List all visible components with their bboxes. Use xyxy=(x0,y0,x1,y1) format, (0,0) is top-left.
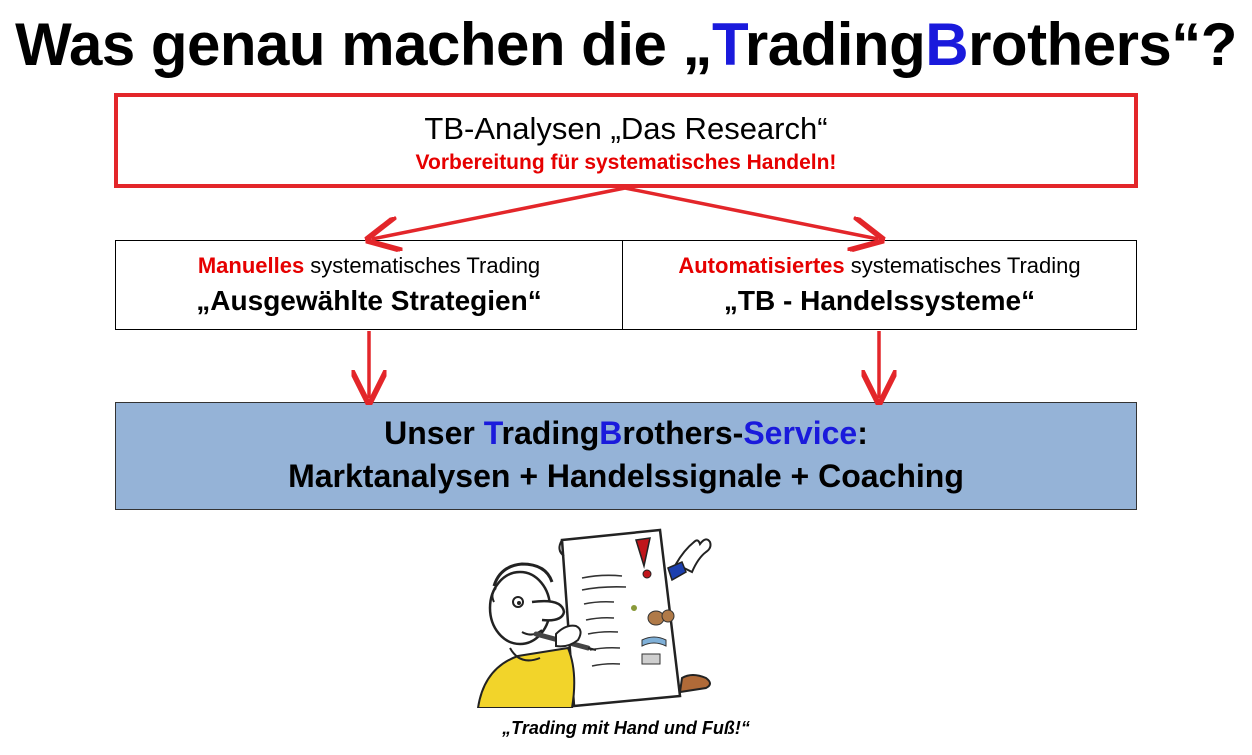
service-prefix: Unser xyxy=(384,415,484,451)
service-rothers: rothers xyxy=(622,415,733,451)
service-box: Unser TradingBrothers-Service: Marktanal… xyxy=(115,402,1137,510)
title-t-letter: T xyxy=(712,11,745,78)
arrow-research-to-manual xyxy=(372,186,626,239)
manual-rest: systematisches Trading xyxy=(304,253,541,278)
manual-trading-heading: Manuelles systematisches Trading xyxy=(116,253,622,279)
cartoon-man-with-pen-icon xyxy=(476,528,712,708)
research-subtitle: Vorbereitung für systematisches Handeln! xyxy=(415,151,837,174)
title-rading: rading xyxy=(744,11,926,78)
auto-trading-box: Automatisiertes systematisches Trading „… xyxy=(622,240,1137,330)
title-part1: Was genau machen die „ xyxy=(15,11,713,78)
service-word: Service xyxy=(743,415,858,451)
title-rothers: rothers xyxy=(968,11,1172,78)
service-dash: - xyxy=(732,415,744,451)
arrow-research-to-auto xyxy=(624,186,878,239)
document-with-exclamation-icon xyxy=(558,528,682,708)
caption-trading-slogan: „Trading mit Hand und Fuß!“ xyxy=(502,718,750,738)
title-part2: “? xyxy=(1171,11,1237,78)
auto-trading-systems: „TB - Handelssysteme“ xyxy=(723,285,1036,316)
research-box: TB-Analysen „Das Research“ Vorbereitung … xyxy=(114,93,1138,188)
title-b-letter: B xyxy=(925,11,969,78)
service-b-letter: B xyxy=(599,415,623,451)
service-colon: : xyxy=(857,415,868,451)
auto-rest: systematisches Trading xyxy=(844,253,1081,278)
service-t-letter: T xyxy=(483,415,502,451)
manual-trading-strategies: „Ausgewählte Strategien“ xyxy=(196,285,542,316)
page-title: Was genau machen die „TradingBrothers“? xyxy=(0,10,1252,79)
manual-highlight: Manuelles xyxy=(197,253,305,278)
service-title: Unser TradingBrothers-Service: xyxy=(116,415,1136,452)
auto-highlight: Automatisiertes xyxy=(678,253,845,278)
research-title: TB-Analysen „Das Research“ xyxy=(424,111,828,146)
auto-trading-heading: Automatisiertes systematisches Trading xyxy=(623,253,1136,279)
service-rading: rading xyxy=(501,415,600,451)
service-offerings: Marktanalysen + Handelssignale + Coachin… xyxy=(288,458,964,494)
